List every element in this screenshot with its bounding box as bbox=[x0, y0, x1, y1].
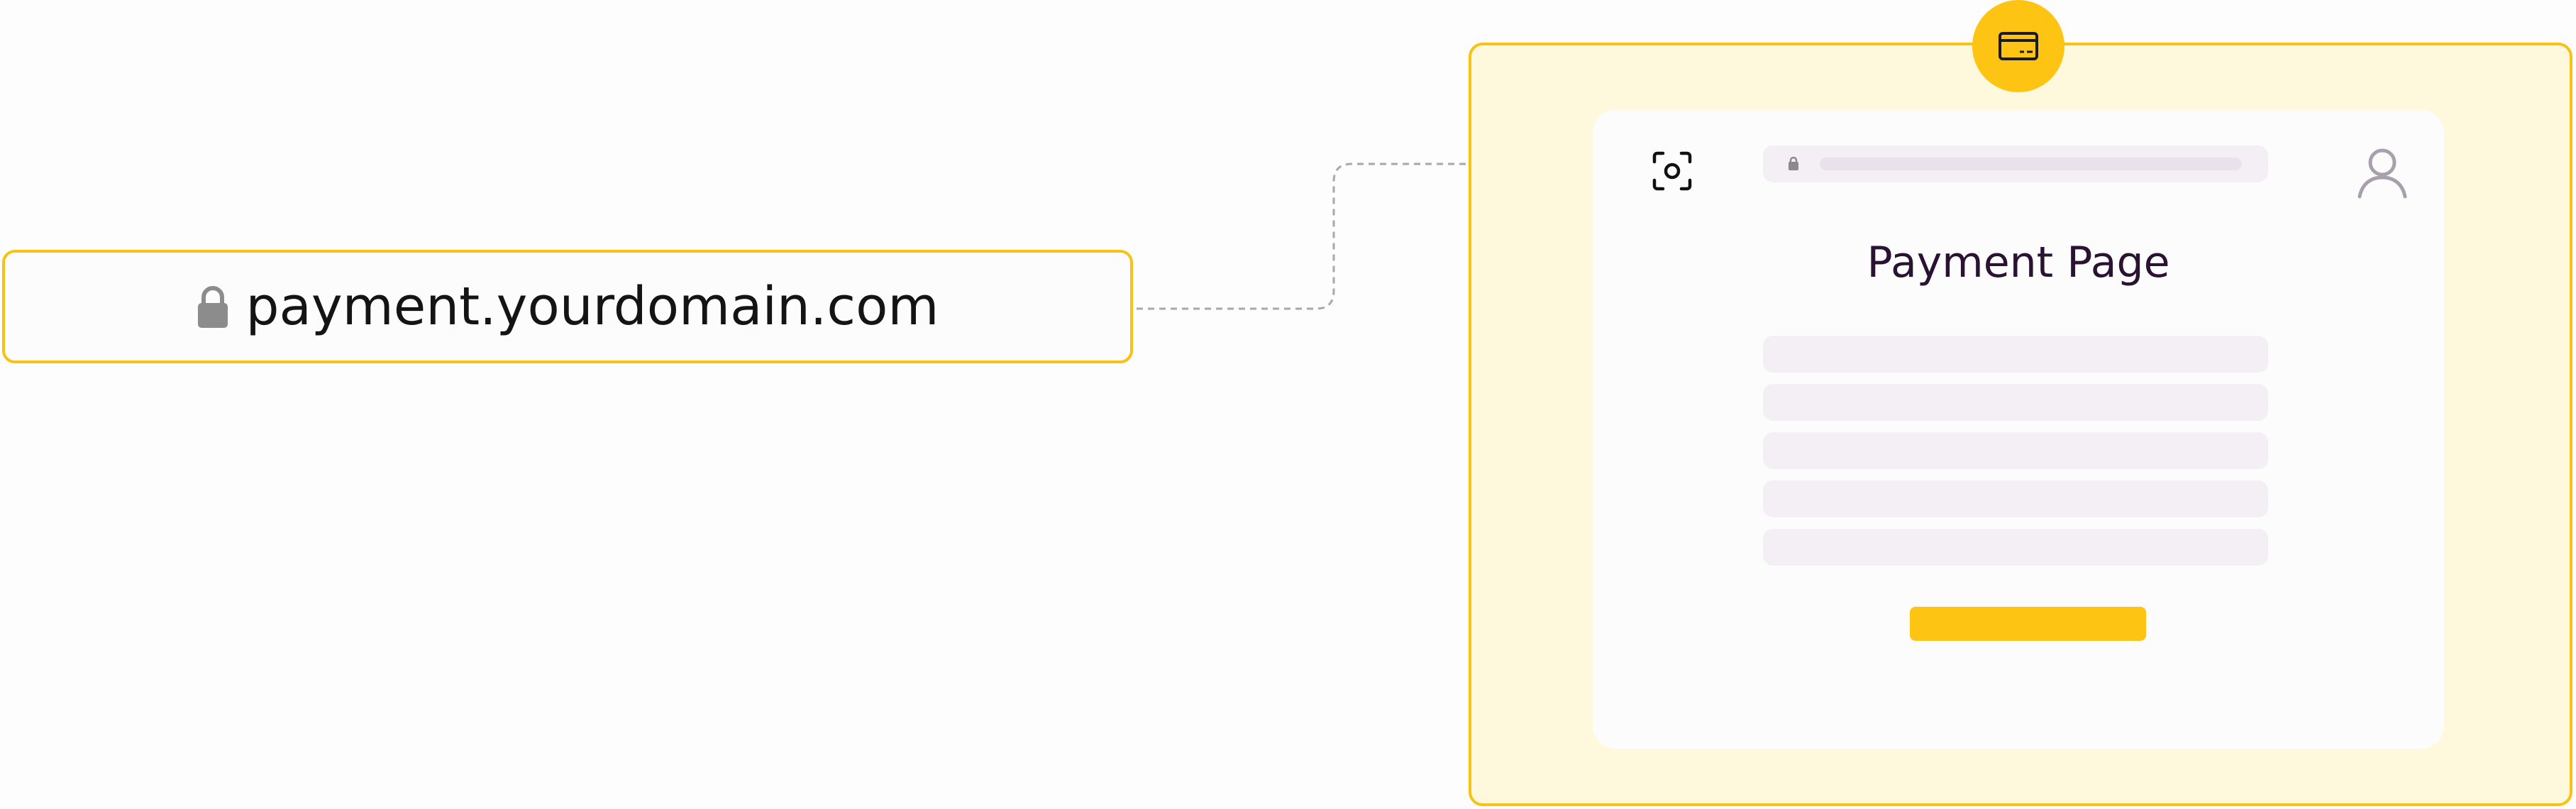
form-field-placeholder[interactable] bbox=[1763, 336, 2268, 373]
address-bar-url-placeholder bbox=[1820, 158, 2242, 170]
form-field-placeholder[interactable] bbox=[1763, 480, 2268, 517]
domain-url-content: payment.yourdomain.com bbox=[197, 276, 939, 337]
credit-card-badge bbox=[1972, 0, 2064, 92]
submit-button[interactable] bbox=[1910, 607, 2146, 641]
credit-card-icon bbox=[1999, 32, 2038, 60]
scan-focus-icon bbox=[1652, 151, 1692, 191]
user-icon[interactable] bbox=[2355, 145, 2409, 199]
form-field-placeholder[interactable] bbox=[1763, 432, 2268, 469]
lock-icon bbox=[197, 286, 228, 328]
browser-window bbox=[1593, 110, 2444, 749]
domain-text: payment.yourdomain.com bbox=[245, 276, 939, 337]
form-field-placeholder[interactable] bbox=[1763, 384, 2268, 421]
domain-url-box: payment.yourdomain.com bbox=[2, 250, 1133, 363]
lock-icon bbox=[1789, 156, 1798, 170]
form-field-placeholder[interactable] bbox=[1763, 529, 2268, 566]
page-title: Payment Page bbox=[1867, 238, 2170, 287]
